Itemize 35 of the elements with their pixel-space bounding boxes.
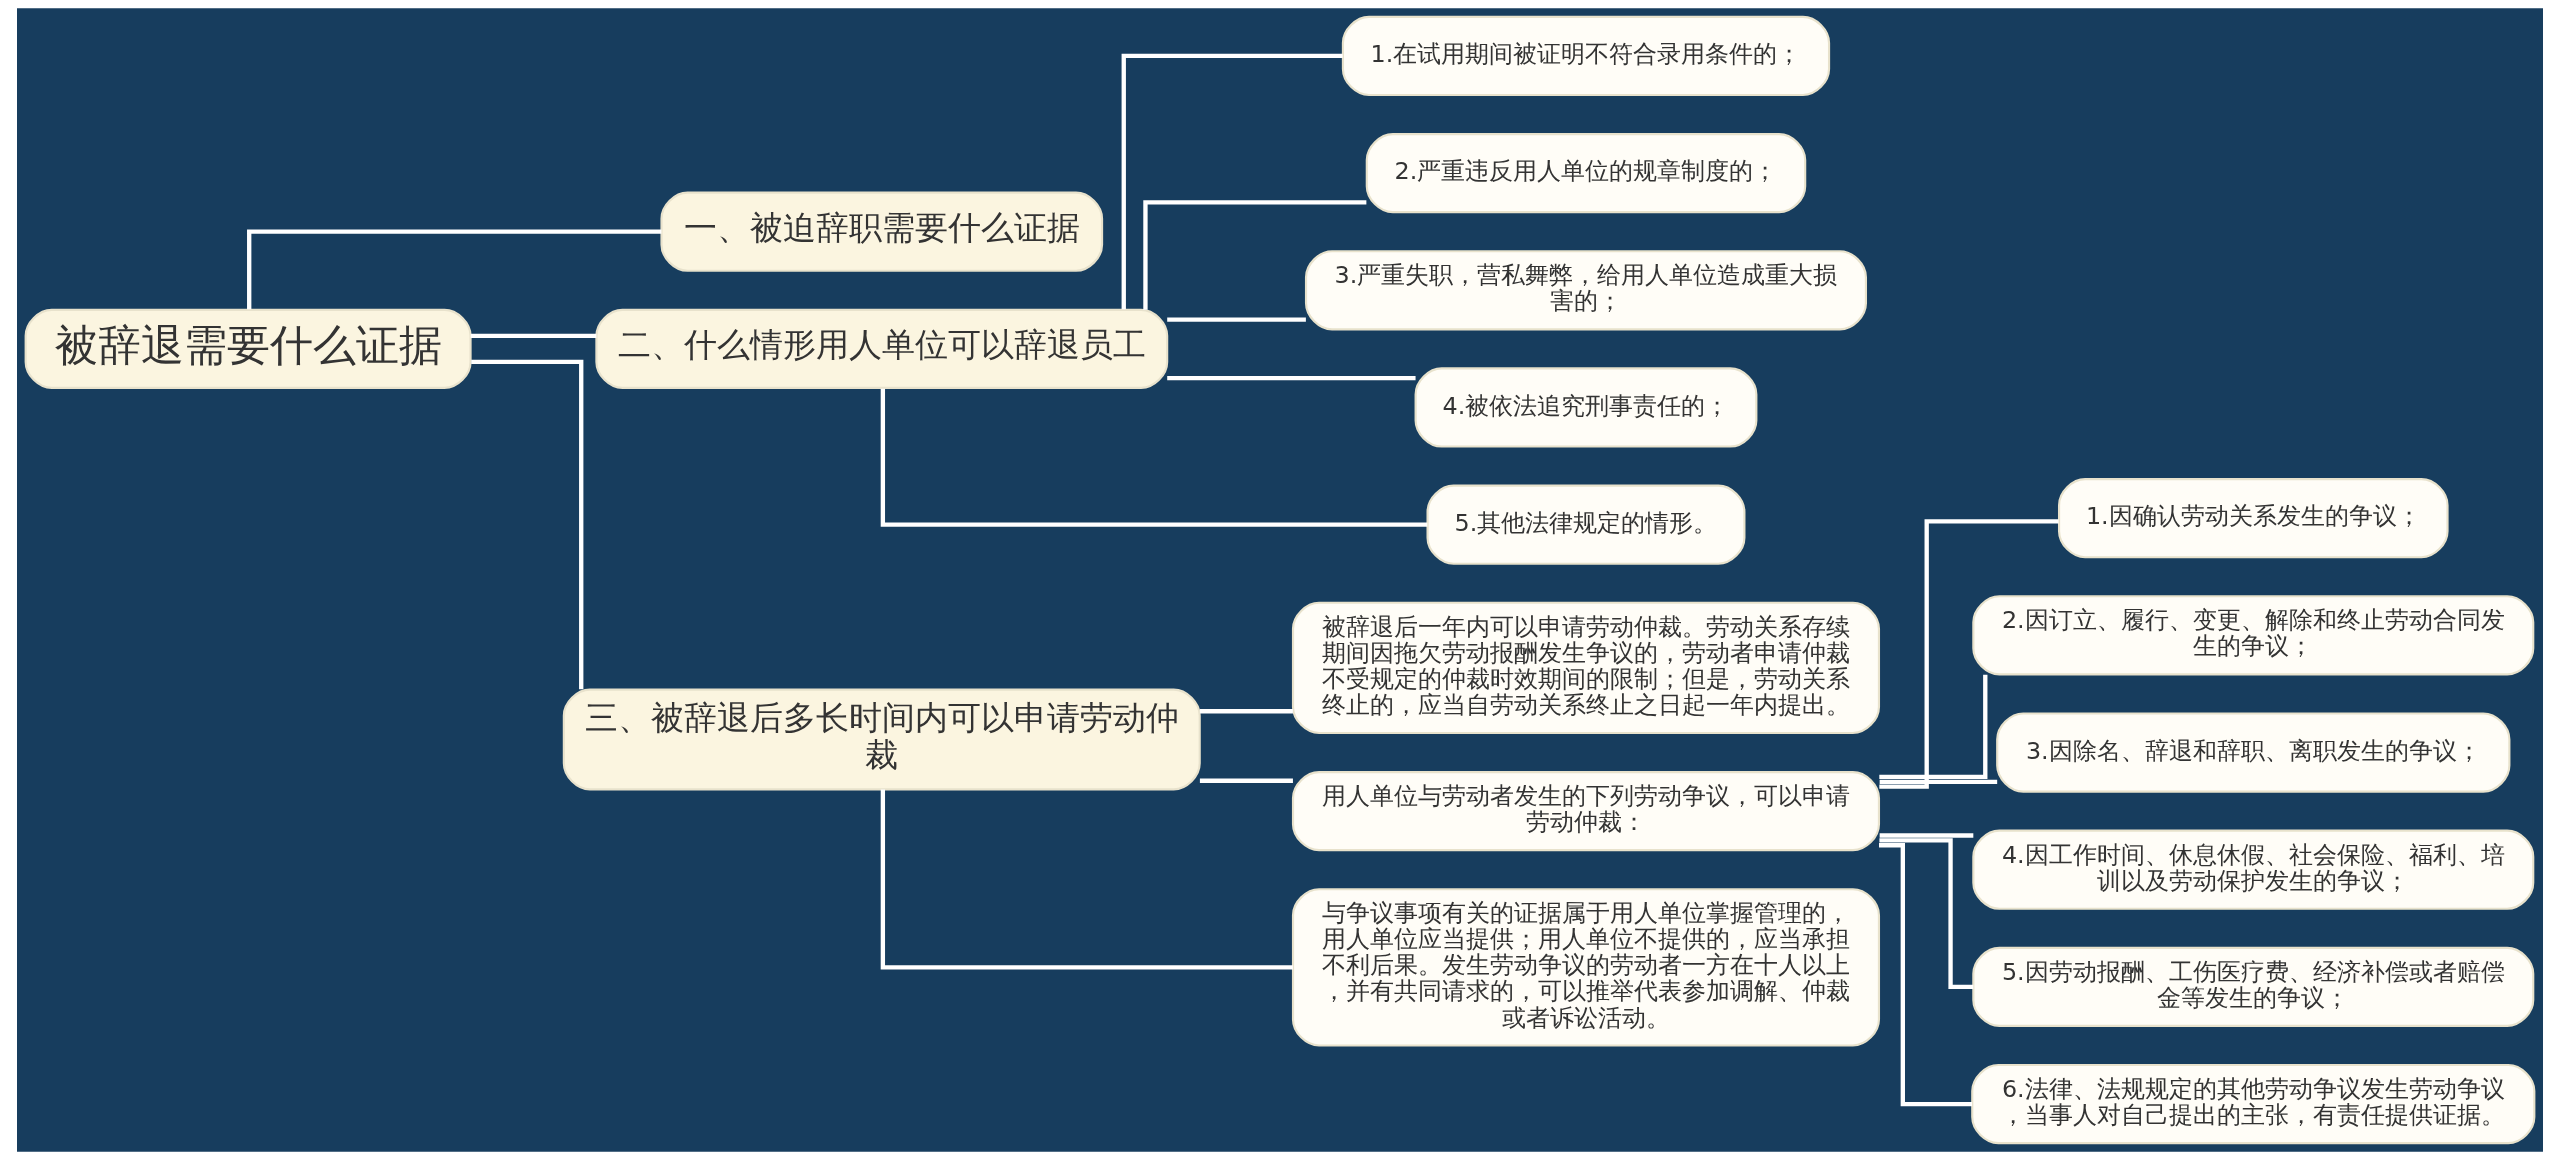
node-box: 3.严重失职，营私舞弊，给用人单位造成重大损害的； xyxy=(1304,250,1867,331)
node-box: 用人单位与劳动者发生的下列劳动争议，可以申请劳动仲裁： xyxy=(1291,770,1881,852)
connector xyxy=(247,229,662,310)
node-box: 一、被迫辞职需要什么证据 xyxy=(660,191,1104,272)
node-box: 1.在试用期间被证明不符合录用条件的； xyxy=(1341,15,1831,97)
connector xyxy=(1167,376,1416,381)
connector xyxy=(470,333,597,339)
connector xyxy=(880,388,1428,527)
connector xyxy=(1121,53,1343,310)
node-box: 5.其他法律规定的情形。 xyxy=(1426,484,1746,565)
node-box: 5.因劳动报酬、工伤医疗费、经济补偿或者赔偿金等发生的争议； xyxy=(1972,946,2535,1028)
node-box: 4.因工作时间、休息休假、社会保险、福利、培训以及劳动保护发生的争议； xyxy=(1972,829,2535,910)
connector xyxy=(1879,833,1974,838)
connector xyxy=(1199,709,1293,714)
connector xyxy=(1167,317,1306,322)
node-box: 与争议事项有关的证据属于用人单位掌握管理的，用人单位应当提供；用人单位不提供的，应当承担不利后果。发生劳动争议的劳动者一方在十人以上，并有共同请求的，可以推举代表参加调解、仲裁或者诉讼活动。 xyxy=(1291,888,1881,1047)
node-box: 6.法律、法规规定的其他劳动争议发生劳动争议，当事人对自己提出的主张，有责任提供证据。 xyxy=(1971,1063,2536,1145)
connector xyxy=(1879,843,1973,1107)
node-box: 2.因订立、履行、变更、解除和终止劳动合同发生的争议； xyxy=(1972,595,2535,676)
connector xyxy=(1199,778,1293,783)
node-box: 二、什么情形用人单位可以辞退员工 xyxy=(595,308,1169,390)
connector xyxy=(1879,519,2059,789)
node-box: 3.因除名、辞退和辞职、离职发生的争议； xyxy=(1996,712,2511,793)
node-box: 1.因确认劳动关系发生的争议； xyxy=(2058,478,2449,559)
node-box: 2.严重违反用人单位的规章制度的； xyxy=(1365,132,1807,214)
connector xyxy=(1879,674,1988,780)
connector xyxy=(1879,779,1998,784)
connector xyxy=(880,789,1293,970)
node-box: 三、被辞退后多长时间内可以申请劳动仲裁 xyxy=(562,688,1201,791)
node-box: 被辞退需要什么证据 xyxy=(24,308,472,390)
connector xyxy=(1879,838,1974,990)
node-box: 4.被依法追究刑事责任的； xyxy=(1414,367,1758,448)
connector xyxy=(471,359,584,690)
node-box: 被辞退后一年内可以申请劳动仲裁。劳动关系存续期间因拖欠劳动报酬发生争议的，劳动者申请仲裁不受规定的仲裁时效期间的限制；但是，劳动关系终止的，应当自劳动关系终止之日起一年内提出。 xyxy=(1291,601,1881,735)
connector xyxy=(1143,200,1367,310)
